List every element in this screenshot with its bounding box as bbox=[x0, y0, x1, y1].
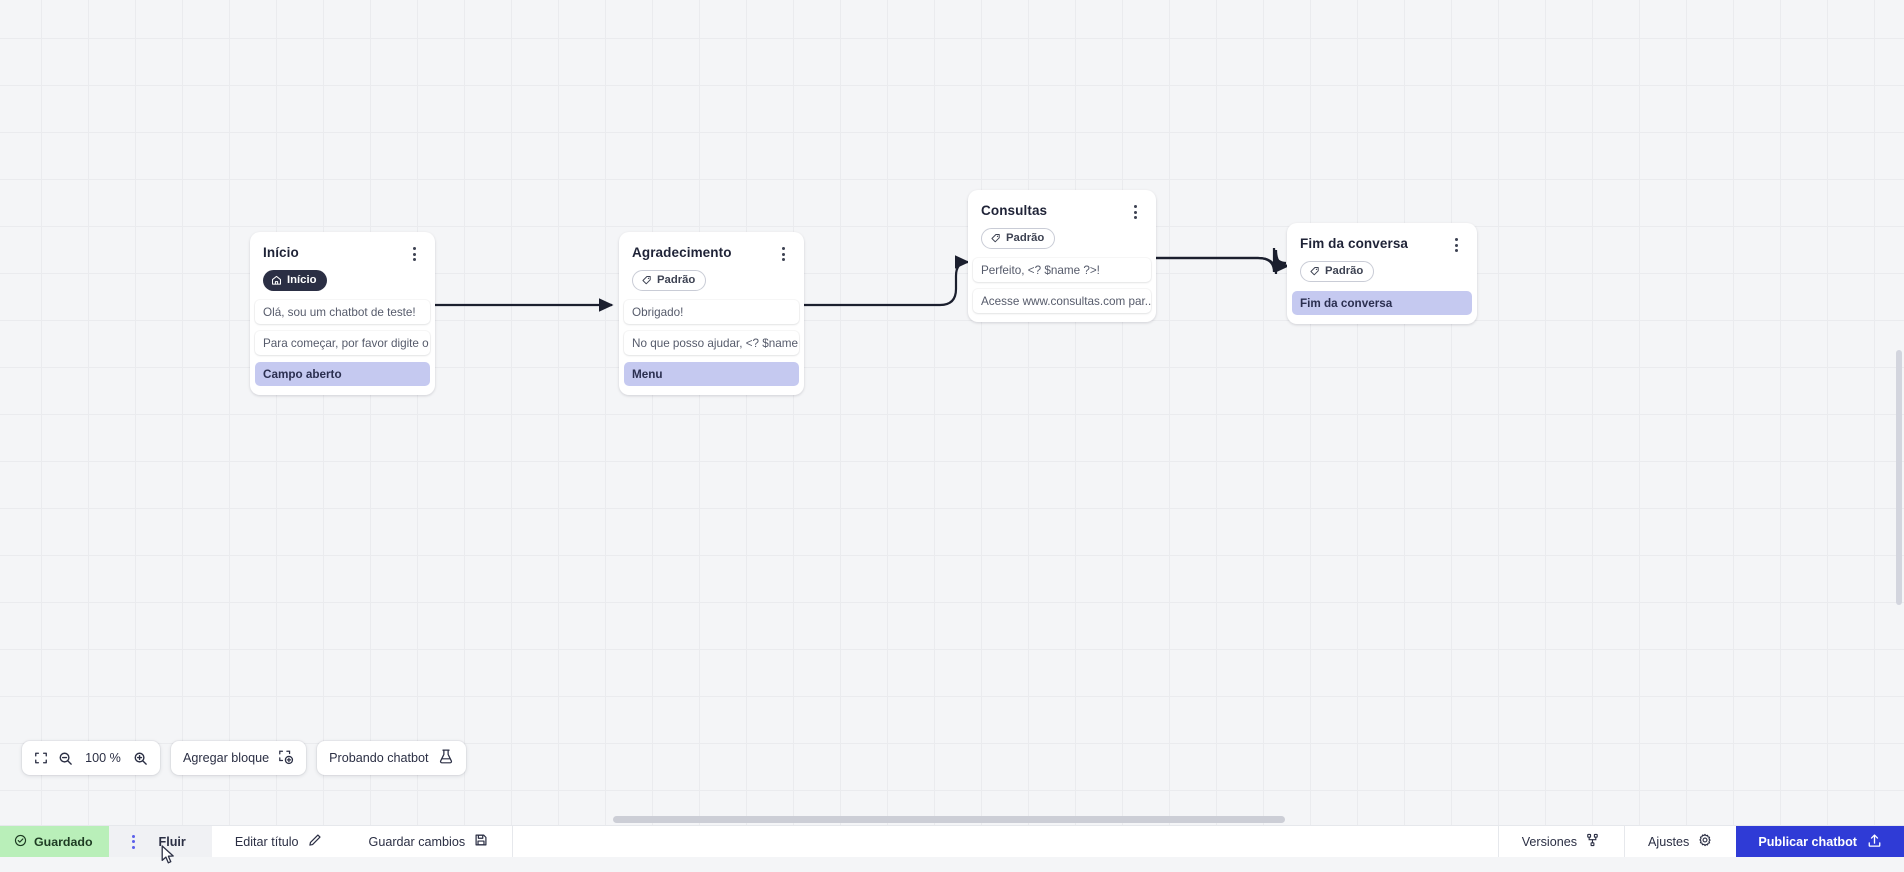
node-title: Início bbox=[263, 244, 299, 261]
settings-button[interactable]: Ajustes bbox=[1625, 826, 1736, 857]
node-row[interactable]: Perfeito, <? $name ?>! bbox=[973, 258, 1151, 282]
pencil-icon bbox=[308, 833, 322, 850]
save-changes-label: Guardar cambios bbox=[369, 835, 466, 849]
horizontal-scrollbar[interactable] bbox=[0, 815, 1904, 824]
node-row[interactable]: Obrigado! bbox=[624, 300, 799, 324]
node-row-highlight[interactable]: Fim da conversa bbox=[1292, 291, 1472, 315]
node-badge-label: Padrão bbox=[657, 275, 695, 286]
add-block-group[interactable]: Agregar bloque bbox=[171, 741, 306, 775]
node-badge-row: Padrão bbox=[619, 263, 804, 291]
flow-node-consultas[interactable]: Consultas Padrão Perfeito, <? $name ?>! … bbox=[968, 190, 1156, 322]
check-circle-icon bbox=[14, 834, 27, 850]
node-row[interactable]: Olá, sou um chatbot de teste! bbox=[255, 300, 430, 324]
zoom-level-label: 100 % bbox=[83, 751, 123, 765]
settings-label: Ajustes bbox=[1648, 835, 1689, 849]
saved-label: Guardado bbox=[34, 835, 93, 849]
fit-screen-icon[interactable] bbox=[34, 751, 48, 765]
node-menu-icon[interactable] bbox=[775, 245, 791, 263]
tag-icon bbox=[641, 275, 652, 286]
edit-title-button[interactable]: Editar título bbox=[212, 826, 346, 857]
node-row[interactable]: No que posso ajudar, <? $name ... bbox=[624, 331, 799, 355]
versions-button[interactable]: Versiones bbox=[1499, 826, 1624, 857]
node-header: Início bbox=[250, 242, 435, 263]
bottom-bar: Guardado Fluir Editar título Guardar cam… bbox=[0, 825, 1904, 857]
node-badge-label: Padrão bbox=[1325, 266, 1363, 277]
branch-icon bbox=[1586, 833, 1600, 850]
flow-node-inicio[interactable]: Início Início Olá, sou um chatbot de tes… bbox=[250, 232, 435, 395]
flow-node-fim-da-conversa[interactable]: Fim da conversa Padrão Fim da conversa bbox=[1287, 223, 1477, 324]
publish-label: Publicar chatbot bbox=[1758, 835, 1857, 849]
kebab-menu-icon[interactable] bbox=[121, 835, 147, 849]
versions-label: Versiones bbox=[1522, 835, 1577, 849]
node-badge-row: Padrão bbox=[968, 221, 1156, 249]
node-badge-default[interactable]: Padrão bbox=[981, 228, 1055, 249]
node-rows: Olá, sou um chatbot de teste! Para começ… bbox=[250, 300, 435, 386]
vertical-scrollbar[interactable] bbox=[1895, 0, 1903, 815]
node-menu-icon[interactable] bbox=[1448, 236, 1464, 254]
node-header: Consultas bbox=[968, 200, 1156, 221]
flask-icon bbox=[438, 748, 454, 768]
node-badge-row: Início bbox=[250, 263, 435, 291]
flow-node-agradecimento[interactable]: Agradecimento Padrão Obrigado! No que po… bbox=[619, 232, 804, 395]
save-disk-icon bbox=[474, 833, 488, 850]
flow-connectors bbox=[0, 0, 1904, 825]
node-rows: Perfeito, <? $name ?>! Acesse www.consul… bbox=[968, 258, 1156, 313]
add-block-icon bbox=[278, 749, 294, 768]
node-row[interactable]: Para começar, por favor digite o ... bbox=[255, 331, 430, 355]
tab-fluir-label: Fluir bbox=[159, 835, 186, 849]
node-title: Consultas bbox=[981, 202, 1047, 219]
status-badge-saved: Guardado bbox=[0, 826, 109, 857]
node-title: Agradecimento bbox=[632, 244, 732, 261]
test-chatbot-label: Probando chatbot bbox=[329, 751, 428, 765]
node-row-highlight[interactable]: Menu bbox=[624, 362, 799, 386]
node-header: Agradecimento bbox=[619, 242, 804, 263]
zoom-controls: 100 % bbox=[22, 741, 160, 775]
flow-canvas[interactable]: Início Início Olá, sou um chatbot de tes… bbox=[0, 0, 1904, 825]
node-title: Fim da conversa bbox=[1300, 235, 1408, 252]
test-chatbot-group[interactable]: Probando chatbot bbox=[317, 741, 465, 775]
node-badge-start[interactable]: Início bbox=[263, 270, 327, 291]
zoom-out-icon[interactable] bbox=[58, 751, 73, 766]
bottom-bar-spacer bbox=[513, 826, 1498, 857]
node-menu-icon[interactable] bbox=[1127, 203, 1143, 221]
node-rows: Obrigado! No que posso ajudar, <? $name … bbox=[619, 300, 804, 386]
node-row[interactable]: Acesse www.consultas.com par... bbox=[973, 289, 1151, 313]
edit-title-label: Editar título bbox=[235, 835, 299, 849]
tag-icon bbox=[990, 233, 1001, 244]
gear-icon bbox=[1698, 833, 1712, 850]
tab-fluir[interactable]: Fluir bbox=[109, 826, 212, 857]
node-badge-label: Início bbox=[287, 275, 317, 286]
vertical-scrollbar-thumb[interactable] bbox=[1896, 350, 1902, 605]
add-block-label: Agregar bloque bbox=[183, 751, 269, 765]
canvas-toolbar: 100 % Agregar bloque bbox=[22, 741, 466, 775]
upload-icon bbox=[1867, 833, 1882, 851]
zoom-in-icon[interactable] bbox=[133, 751, 148, 766]
home-icon bbox=[271, 275, 282, 286]
node-badge-label: Padrão bbox=[1006, 233, 1044, 244]
node-menu-icon[interactable] bbox=[406, 245, 422, 263]
node-rows: Fim da conversa bbox=[1287, 291, 1477, 315]
add-block-button[interactable]: Agregar bloque bbox=[183, 749, 294, 768]
node-header: Fim da conversa bbox=[1287, 233, 1477, 254]
node-badge-row: Padrão bbox=[1287, 254, 1477, 282]
node-badge-default[interactable]: Padrão bbox=[1300, 261, 1374, 282]
publish-chatbot-button[interactable]: Publicar chatbot bbox=[1736, 826, 1904, 857]
test-chatbot-button[interactable]: Probando chatbot bbox=[329, 748, 453, 768]
node-row-highlight[interactable]: Campo aberto bbox=[255, 362, 430, 386]
tag-icon bbox=[1309, 266, 1320, 277]
node-badge-default[interactable]: Padrão bbox=[632, 270, 706, 291]
horizontal-scrollbar-thumb[interactable] bbox=[613, 816, 1285, 823]
save-changes-button[interactable]: Guardar cambios bbox=[346, 826, 513, 857]
